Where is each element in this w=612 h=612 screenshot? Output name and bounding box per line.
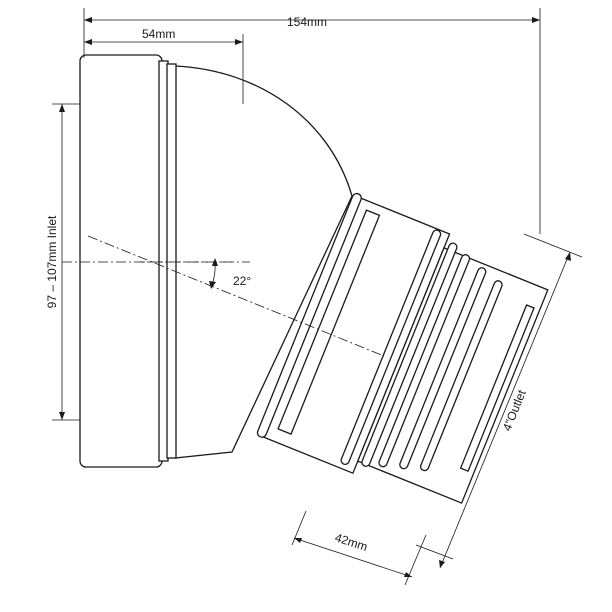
outlet-fin bbox=[340, 229, 442, 465]
outlet-fin bbox=[419, 280, 503, 472]
outlet-fins bbox=[256, 192, 535, 473]
inlet-diameter-label: 97 – 107mm Inlet bbox=[45, 215, 59, 308]
inlet-cap bbox=[79, 54, 177, 468]
angle-label: 22° bbox=[233, 274, 251, 288]
centerlines bbox=[62, 235, 385, 357]
dimension-outlet-length: 42mm bbox=[291, 510, 427, 586]
outlet-length-label: 42mm bbox=[333, 530, 369, 554]
outlet-fin bbox=[399, 267, 487, 470]
outlet-fin bbox=[361, 242, 458, 467]
outlet-flange bbox=[256, 192, 362, 438]
dimension-inlet-diameter: 97 – 107mm Inlet bbox=[45, 103, 80, 421]
angle-indicator: 22° bbox=[209, 258, 251, 289]
overall-length-label: 154mm bbox=[287, 15, 327, 29]
inlet-length-label: 54mm bbox=[142, 27, 175, 41]
dimension-inlet-length: 54mm bbox=[84, 27, 244, 104]
outlet-fin bbox=[378, 254, 471, 468]
dimension-overall-length: 154mm bbox=[83, 8, 541, 234]
